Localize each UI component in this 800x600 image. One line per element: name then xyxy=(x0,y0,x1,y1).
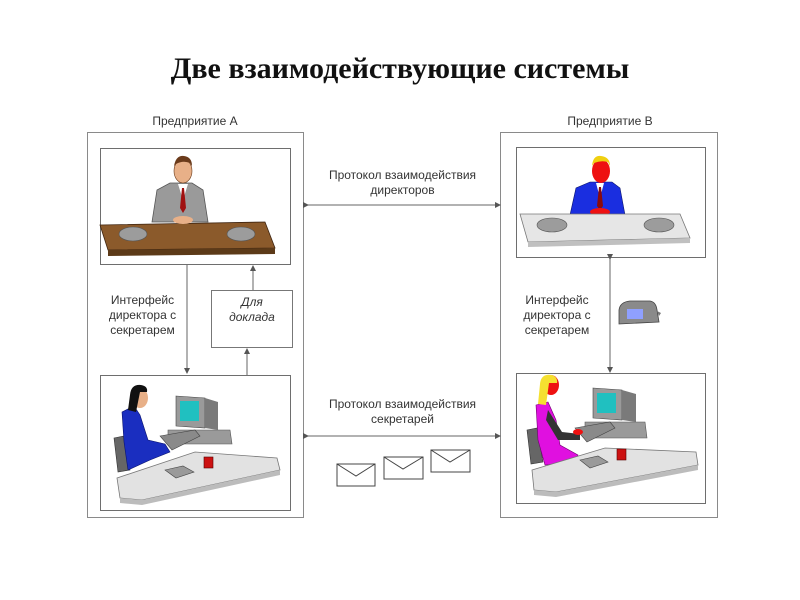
enterprise-a-label: Предприятие A xyxy=(152,114,238,128)
secretaries-protocol-line-1: Протокол взаимодействия xyxy=(328,397,477,411)
interface-a-label: Интерфейс директора с секретарем xyxy=(100,293,185,338)
directors-protocol-line-2: директоров xyxy=(370,183,435,197)
director-a-icon xyxy=(99,155,276,256)
telephone-icon xyxy=(618,300,661,325)
envelope-icon xyxy=(430,449,471,473)
directors-protocol-label: Протокол взаимодействия директоров xyxy=(305,168,500,198)
directors-protocol-line-1: Протокол взаимодействия xyxy=(328,168,477,182)
interface-b-line-2: директора с xyxy=(523,308,591,322)
secretary-b-icon xyxy=(526,374,699,497)
envelope-icon xyxy=(336,463,376,487)
diagram-title: Две взаимодействующие системы xyxy=(170,52,630,85)
interface-b-line-3: секретарем xyxy=(524,323,590,337)
secretaries-protocol-label: Протокол взаимодействия секретарей xyxy=(305,397,500,427)
report-line-1: Для xyxy=(241,295,263,309)
report-box: Для доклада xyxy=(211,290,293,348)
report-line-2: доклада xyxy=(229,310,275,324)
interface-a-line-3: секретарем xyxy=(110,323,175,337)
interface-a-line-2: директора с xyxy=(108,308,177,322)
director-b-icon xyxy=(519,155,691,247)
enterprise-b-label: Предприятие B xyxy=(567,114,653,128)
interface-b-line-1: Интерфейс xyxy=(525,293,589,307)
interface-b-label: Интерфейс директора с секретарем xyxy=(512,293,602,338)
secretaries-protocol-line-2: секретарей xyxy=(371,412,434,426)
interface-a-line-1: Интерфейс xyxy=(110,293,175,307)
envelope-icon xyxy=(383,456,424,480)
secretary-a-icon xyxy=(113,384,281,505)
